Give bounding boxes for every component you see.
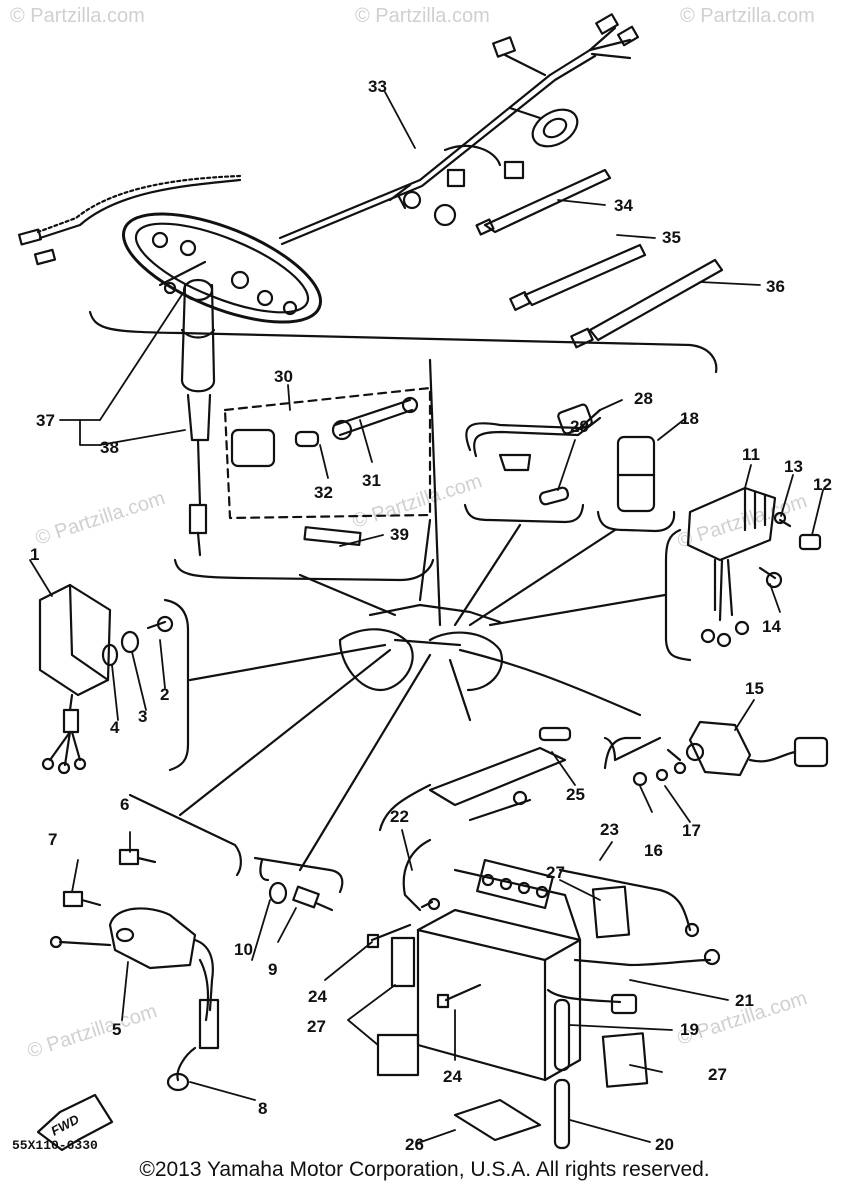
callout-10: 10 [234,940,253,959]
callout-5: 5 [112,1020,121,1039]
callout-25: 25 [566,785,585,804]
copyright-notice: ©2013 Yamaha Motor Corporation, U.S.A. A… [139,1158,710,1181]
callout-33: 33 [368,77,387,96]
callout-9: 9 [268,960,277,979]
kit-box-drawing [173,386,435,582]
main-switch-drawing [180,278,216,557]
starter-relay-drawing [603,720,829,787]
callout-27: 27 [708,1065,727,1084]
battery-drawing [366,726,721,1150]
watermark: © Partzilla.com [680,5,815,27]
callout-15: 15 [745,679,764,698]
callout-28: 28 [634,389,653,408]
frame-sketch [178,358,667,872]
callout-39: 39 [390,525,409,544]
callout-34: 34 [614,196,633,215]
callout-36: 36 [766,277,785,296]
watermark: © Partzilla.com [675,490,810,553]
callout-21: 21 [735,991,754,1010]
callout-18: 18 [680,409,699,428]
callout-27: 27 [546,863,565,882]
diagram-code: 55X110-6330 [12,1138,98,1153]
callout-24: 24 [443,1067,462,1086]
callout-31: 31 [362,471,381,490]
watermark: © Partzilla.com [33,487,168,550]
callout-19: 19 [680,1020,699,1039]
callout-14: 14 [762,617,781,636]
cable-ties-drawing [475,168,724,349]
watermark: © Partzilla.com [25,1000,160,1063]
bolt-group-drawing [253,856,344,912]
watermark: © Partzilla.com [355,5,490,27]
callout-20: 20 [655,1135,674,1154]
relay-drawing [596,435,676,533]
wire-harness-drawing [17,13,718,374]
callout-17: 17 [682,821,701,840]
fwd-label: FWD [48,1111,82,1138]
callout-1: 1 [30,545,39,564]
callout-13: 13 [784,457,803,476]
fuse-holder-drawing [463,403,602,524]
callout-7: 7 [48,830,57,849]
callout-4: 4 [110,718,120,737]
leader-lines [29,91,824,1144]
callout-12: 12 [813,475,832,494]
callout-11: 11 [742,445,760,464]
watermarks: © Partzilla.com © Partzilla.com © Partzi… [10,5,815,1063]
callout-30: 30 [274,367,293,386]
callout-22: 22 [390,807,409,826]
callout-8: 8 [258,1099,267,1118]
callout-23: 23 [600,820,619,839]
callout-3: 3 [138,707,147,726]
callout-37: 37 [36,411,55,430]
callout-32: 32 [314,483,333,502]
callout-26: 26 [405,1135,424,1154]
callout-27: 27 [307,1017,326,1036]
callout-24: 24 [308,987,327,1006]
cdi-unit-drawing [38,583,190,775]
callout-35: 35 [662,228,681,247]
callout-16: 16 [644,841,663,860]
ignition-coil-drawing [49,793,242,1092]
callout-29: 29 [570,417,589,436]
watermark: © Partzilla.com [10,5,145,27]
fwd-arrow [36,1093,114,1152]
callout-6: 6 [120,795,129,814]
callout-38: 38 [100,438,119,457]
callout-2: 2 [160,685,169,704]
